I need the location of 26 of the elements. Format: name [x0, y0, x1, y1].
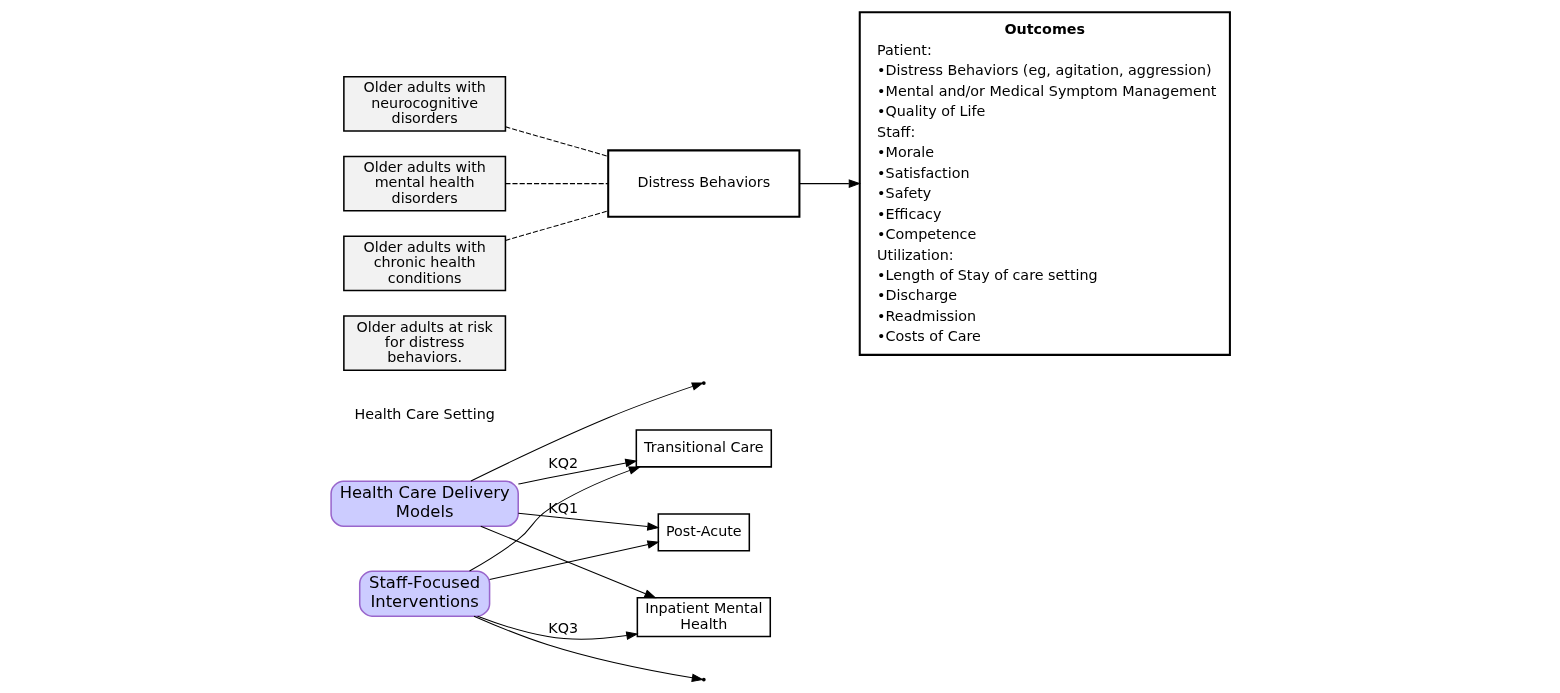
node-box: Inpatient Mental Health — [636, 597, 771, 638]
arrow — [469, 382, 704, 482]
node-box: Older adults with mental health disorders — [342, 155, 506, 212]
arrow — [476, 615, 639, 640]
node-box: Older adults with neurocognitive disorders — [342, 76, 506, 132]
arrow — [488, 540, 660, 580]
edge-label: KQ2 — [547, 455, 578, 472]
node-box: Transitional Care — [635, 429, 772, 468]
arrow — [517, 458, 638, 485]
connector — [504, 210, 608, 241]
node-box: Older adults at risk for distress behaviors. — [342, 315, 506, 371]
connector — [504, 126, 608, 157]
node-box: Older adults with chronic health conditions — [342, 235, 506, 292]
arrow — [517, 512, 660, 531]
label: Health Care Setting — [353, 405, 495, 422]
node-box: Health Care Delivery Models — [329, 480, 519, 527]
node-box: Staff-Focused Interventions — [358, 570, 490, 617]
node-box: Distress Behaviors — [606, 149, 800, 218]
arrow — [479, 525, 657, 599]
connector — [504, 183, 608, 185]
edge-label: KQ1 — [547, 500, 578, 517]
node-box: Post-Acute — [657, 513, 750, 552]
edge-label: KQ3 — [547, 619, 578, 636]
arrow — [468, 466, 641, 572]
arrow — [798, 179, 861, 188]
node-box: Outcomes Patient: •Distress Behaviors (eg, agitation, aggression) •Mental and/or Medical Symptom Management •Quality of Life Staff: •Morale •Satisfaction •Safety •Efficacy •Competence Utilization: •Length of Stay of care setting •Discharge •Readmission •Costs of Care — [858, 11, 1231, 356]
